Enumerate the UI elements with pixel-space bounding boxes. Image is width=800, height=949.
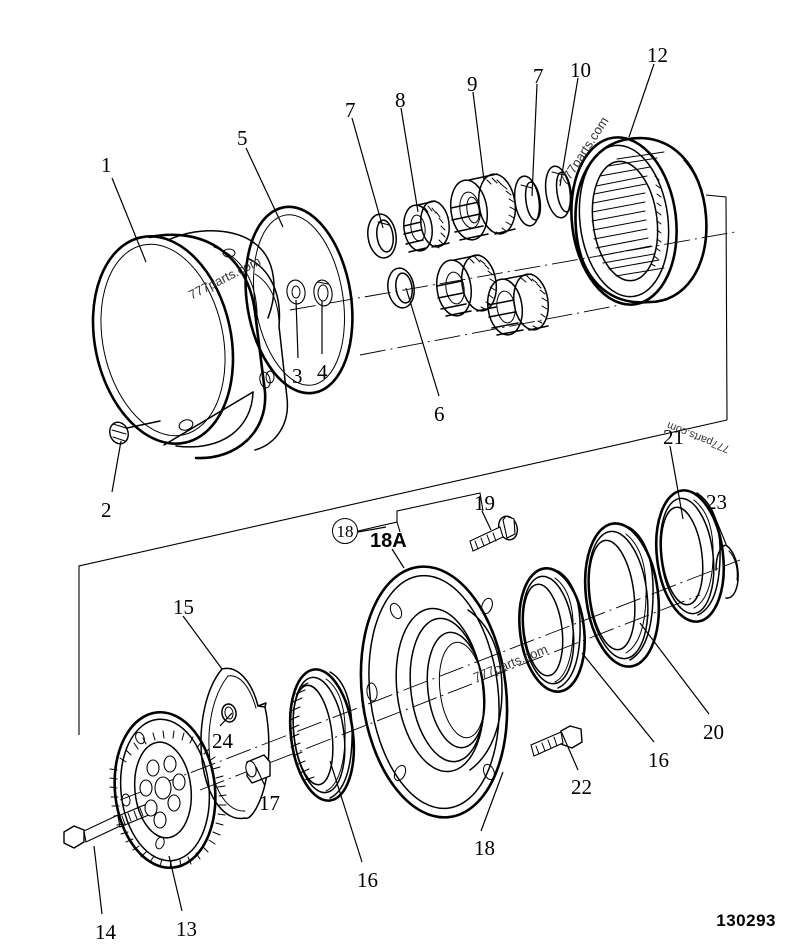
leader-16b — [581, 652, 655, 743]
part-14-bolt — [63, 800, 157, 849]
callout-19: 19 — [474, 491, 495, 515]
part-13-ring-gear-carrier — [109, 710, 227, 870]
part-1-drum-housing — [91, 230, 289, 460]
callout-3: 3 — [292, 364, 303, 388]
part-7b-thrust-washer — [513, 175, 542, 227]
leader-6 — [405, 287, 440, 397]
leader-7a — [351, 117, 384, 229]
planet-gear-lower-right — [486, 273, 550, 336]
callout-12: 12 — [647, 43, 668, 67]
callout-4: 4 — [317, 360, 328, 384]
part-19-shoulder-bolt — [469, 515, 519, 552]
leader-19 — [481, 510, 492, 531]
part-18-hub-housing — [359, 565, 509, 819]
part-15-retaining-ring — [200, 667, 270, 820]
callout-21: 21 — [663, 425, 684, 449]
callout-18A: 18A — [370, 530, 407, 552]
part-2-plug — [109, 420, 161, 445]
leader-18 — [480, 771, 504, 832]
part-17-dowel — [245, 754, 271, 784]
callout-22: 22 — [571, 775, 592, 799]
drawing-number: 130293 — [716, 911, 776, 930]
part-16a-bearing-cone — [288, 668, 356, 802]
leader-7b — [531, 83, 538, 197]
callout-7a: 7 — [345, 98, 356, 122]
callout-16a: 16 — [357, 868, 378, 892]
leader-23 — [711, 509, 727, 545]
leader-22 — [560, 730, 579, 771]
leader-17 — [255, 766, 266, 787]
upper-group-bracket — [705, 194, 728, 421]
callout-5: 5 — [237, 126, 248, 150]
part-20-bearing-cup — [583, 522, 661, 668]
callout-24: 24 — [212, 729, 233, 753]
callout-8: 8 — [395, 88, 406, 112]
leader-8 — [400, 107, 419, 213]
leader-2 — [111, 440, 122, 493]
callout-7b: 7 — [533, 64, 544, 88]
callout-18c: 18 — [332, 518, 358, 544]
leader-20 — [639, 622, 710, 715]
callout-13: 13 — [176, 917, 197, 941]
callout-leader-lines — [93, 63, 727, 915]
part-22-hex-bolt — [530, 725, 583, 757]
leader-9 — [472, 91, 485, 181]
leader-16a — [329, 760, 363, 863]
part-7a-thrust-washer — [367, 213, 397, 259]
planet-gear-lower-left — [435, 254, 498, 317]
leader-10 — [559, 77, 579, 187]
leader-14 — [93, 845, 103, 915]
callout-20: 20 — [703, 720, 724, 744]
leader-18c — [357, 526, 387, 533]
callout-10: 10 — [570, 58, 591, 82]
part-8-planet-gear — [403, 200, 450, 253]
leader-5 — [245, 147, 284, 228]
callout-14: 14 — [95, 920, 116, 944]
leader-18A — [391, 548, 405, 569]
part-5-carrier-plate — [244, 205, 354, 395]
callout-23: 23 — [706, 490, 727, 514]
lower-callout-bracket — [357, 492, 484, 533]
callout-17: 17 — [259, 791, 280, 815]
callout-2: 2 — [101, 498, 112, 522]
part-21-oil-seal — [654, 489, 726, 623]
part-23-o-ring — [715, 544, 739, 599]
part-6-thrust-washer — [387, 267, 415, 309]
callout-15: 15 — [173, 595, 194, 619]
assembly-separator — [78, 419, 728, 735]
callout-16b: 16 — [648, 748, 669, 772]
leader-13 — [168, 855, 183, 912]
leader-1 — [111, 177, 147, 263]
part-16b-bearing-cone — [518, 567, 586, 693]
part-12-ring-gear — [570, 136, 708, 306]
leader-12 — [628, 63, 655, 138]
callout-9: 9 — [467, 72, 478, 96]
leader-15 — [182, 615, 223, 670]
callout-6: 6 — [434, 402, 445, 426]
leader-24 — [219, 712, 233, 727]
callout-1: 1 — [101, 153, 112, 177]
callout-18: 18 — [474, 836, 495, 860]
lower-assembly-group — [63, 489, 741, 870]
part-9-planet-gear — [449, 173, 517, 241]
leader-21 — [669, 445, 684, 520]
leader-3 — [295, 299, 299, 359]
upper-assembly-group — [91, 136, 736, 460]
